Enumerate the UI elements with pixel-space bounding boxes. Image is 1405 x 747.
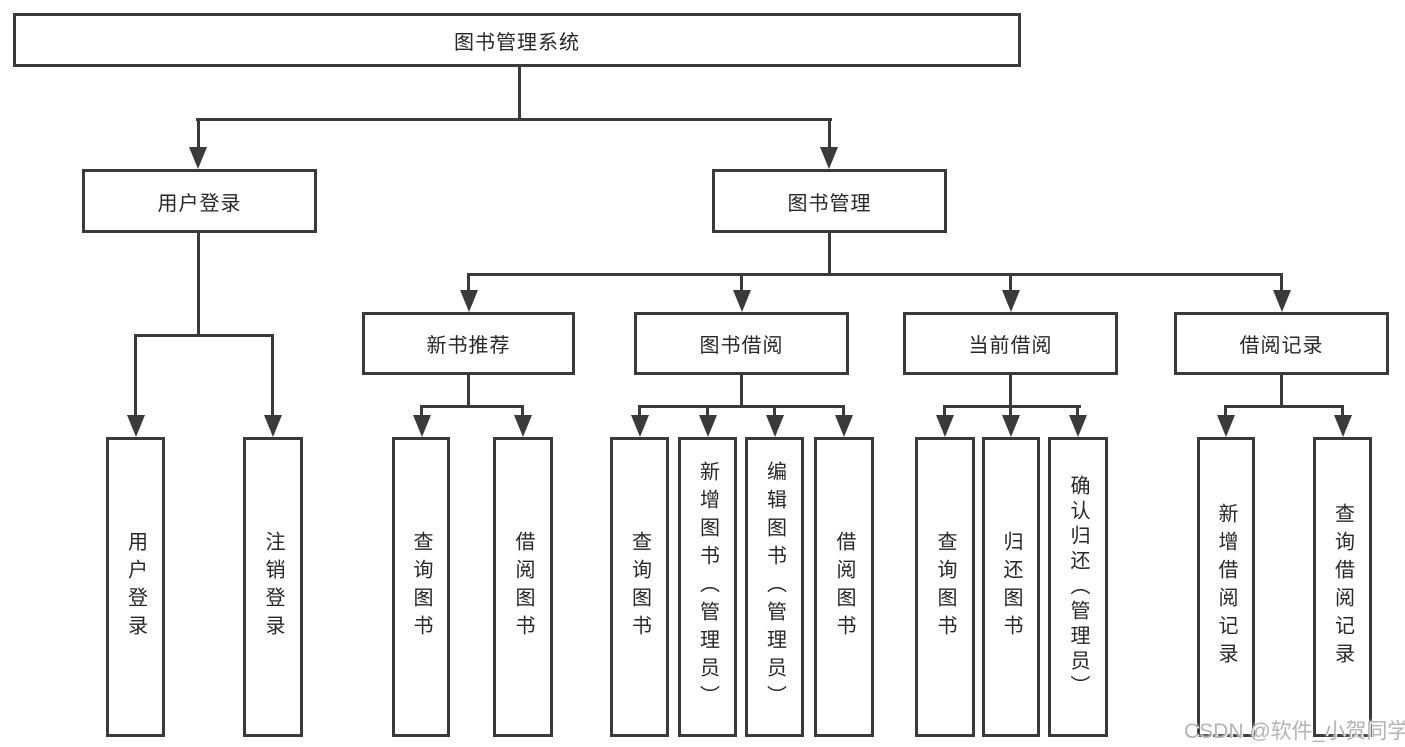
leaf-query-books-3: 查询图书 — [915, 437, 975, 737]
arrow-down-borrow-records-icon — [1273, 290, 1291, 312]
connector-drop-query-books-1 — [420, 407, 423, 417]
connector-drop-book-borrow — [740, 275, 743, 292]
connector-root-stem — [518, 66, 521, 120]
node-new-book-recommend-label: 新书推荐 — [426, 335, 511, 357]
leaf-query-borrow-record-label: 查询借阅记录 — [1331, 503, 1354, 671]
connector-borrow-records-rail — [1224, 405, 1344, 408]
connector-book-borrow-rail — [638, 405, 845, 408]
leaf-borrow-books-1-label: 借阅图书 — [512, 531, 534, 643]
leaf-query-books-2-label: 查询图书 — [628, 531, 651, 643]
connector-book-mgmt-rail — [467, 273, 1283, 276]
leaf-confirm-return-admin-label: 确认归还（管理员） — [1067, 474, 1089, 700]
connector-user-login-stem — [197, 233, 200, 336]
arrow-down-add-book-icon — [699, 415, 717, 437]
arrow-down-query-books-1-icon — [413, 415, 431, 437]
arrow-down-edit-book-icon — [766, 415, 784, 437]
connector-borrow-records-stem — [1280, 375, 1283, 407]
connector-new-books-stem — [467, 375, 470, 407]
node-library-system-label: 图书管理系统 — [454, 31, 580, 54]
connector-current-borrow-stem — [1009, 375, 1012, 407]
connector-drop-current-borrow — [1009, 275, 1012, 292]
connector-root-rail — [196, 118, 832, 121]
arrow-down-add-record-icon — [1217, 415, 1235, 437]
connector-drop-query-books-2 — [638, 407, 641, 417]
connector-current-borrow-rail — [943, 405, 1081, 408]
connector-drop-confirm-return — [1076, 407, 1079, 417]
leaf-return-books-label: 归还图书 — [1000, 531, 1022, 643]
connector-drop-query-record — [1341, 407, 1344, 417]
connector-drop-leaf-logout — [271, 336, 274, 415]
arrow-down-leaf-user-login-icon — [127, 415, 145, 437]
connector-drop-query-books-3 — [943, 407, 946, 417]
node-current-borrowing: 当前借阅 — [903, 312, 1118, 375]
leaf-query-books-1-label: 查询图书 — [410, 531, 432, 643]
arrow-down-book-mgmt-icon — [820, 147, 838, 169]
connector-user-login-rail — [134, 334, 274, 337]
leaf-add-borrow-record: 新增借阅记录 — [1197, 437, 1255, 737]
node-user-login: 用户登录 — [82, 169, 317, 233]
leaf-logout-label: 注销登录 — [262, 531, 284, 643]
node-borrow-records-label: 借阅记录 — [1239, 335, 1324, 357]
arrow-down-book-borrow-icon — [733, 290, 751, 312]
connector-drop-new-books — [467, 275, 470, 292]
arrow-down-query-books-2-icon — [631, 415, 649, 437]
node-book-management: 图书管理 — [712, 169, 947, 233]
arrow-down-leaf-logout-icon — [264, 415, 282, 437]
connector-drop-user-login — [197, 120, 200, 148]
connector-drop-borrow-books-1 — [521, 407, 524, 417]
arrow-down-borrow-books-2-icon — [835, 415, 853, 437]
leaf-edit-book-admin-label: 编辑图书（管理员） — [763, 461, 786, 713]
leaf-add-borrow-record-label: 新增借阅记录 — [1215, 503, 1237, 671]
leaf-query-books-1: 查询图书 — [392, 437, 450, 737]
connector-drop-leaf-user-login — [134, 336, 137, 415]
connector-drop-book-mgmt — [828, 120, 831, 148]
leaf-borrow-books-2-label: 借阅图书 — [833, 531, 855, 643]
leaf-borrow-books-2: 借阅图书 — [814, 437, 874, 737]
connector-book-borrow-stem — [740, 375, 743, 407]
connector-new-books-rail — [420, 405, 524, 408]
connector-drop-borrow-records — [1280, 275, 1283, 292]
node-user-login-label: 用户登录 — [157, 192, 242, 215]
arrow-down-new-books-icon — [460, 290, 478, 312]
leaf-add-book-admin: 新增图书（管理员） — [678, 437, 737, 737]
leaf-user-login: 用户登录 — [106, 437, 165, 737]
arrow-down-borrow-books-1-icon — [514, 415, 532, 437]
arrow-down-user-login-icon — [189, 147, 207, 169]
node-book-management-label: 图书管理 — [787, 192, 872, 215]
leaf-confirm-return-admin: 确认归还（管理员） — [1048, 437, 1108, 737]
leaf-add-book-admin-label: 新增图书（管理员） — [696, 461, 719, 713]
connector-drop-add-book — [706, 407, 709, 417]
leaf-query-books-3-label: 查询图书 — [934, 531, 956, 643]
connector-drop-edit-book — [773, 407, 776, 417]
node-book-borrowing-label: 图书借阅 — [699, 335, 784, 357]
leaf-borrow-books-1: 借阅图书 — [493, 437, 553, 737]
connector-drop-return-books — [1009, 407, 1012, 417]
leaf-edit-book-admin: 编辑图书（管理员） — [745, 437, 804, 737]
arrow-down-current-borrow-icon — [1002, 290, 1020, 312]
leaf-logout: 注销登录 — [243, 437, 303, 737]
node-library-system: 图书管理系统 — [13, 13, 1021, 67]
node-current-borrowing-label: 当前借阅 — [968, 335, 1053, 357]
leaf-return-books: 归还图书 — [982, 437, 1040, 737]
watermark: CSDN @软件_小贺同学 — [1184, 720, 1405, 743]
connector-book-mgmt-stem — [828, 233, 831, 275]
arrow-down-confirm-return-icon — [1069, 415, 1087, 437]
node-book-borrowing: 图书借阅 — [634, 312, 849, 375]
connector-drop-borrow-books-2 — [842, 407, 845, 417]
leaf-user-login-label: 用户登录 — [124, 531, 147, 643]
leaf-query-books-2: 查询图书 — [610, 437, 669, 737]
connector-drop-add-record — [1224, 407, 1227, 417]
leaf-query-borrow-record: 查询借阅记录 — [1313, 437, 1372, 737]
node-borrow-records: 借阅记录 — [1174, 312, 1389, 375]
node-new-book-recommend: 新书推荐 — [362, 312, 575, 375]
arrow-down-query-record-icon — [1334, 415, 1352, 437]
arrow-down-query-books-3-icon — [936, 415, 954, 437]
arrow-down-return-books-icon — [1002, 415, 1020, 437]
